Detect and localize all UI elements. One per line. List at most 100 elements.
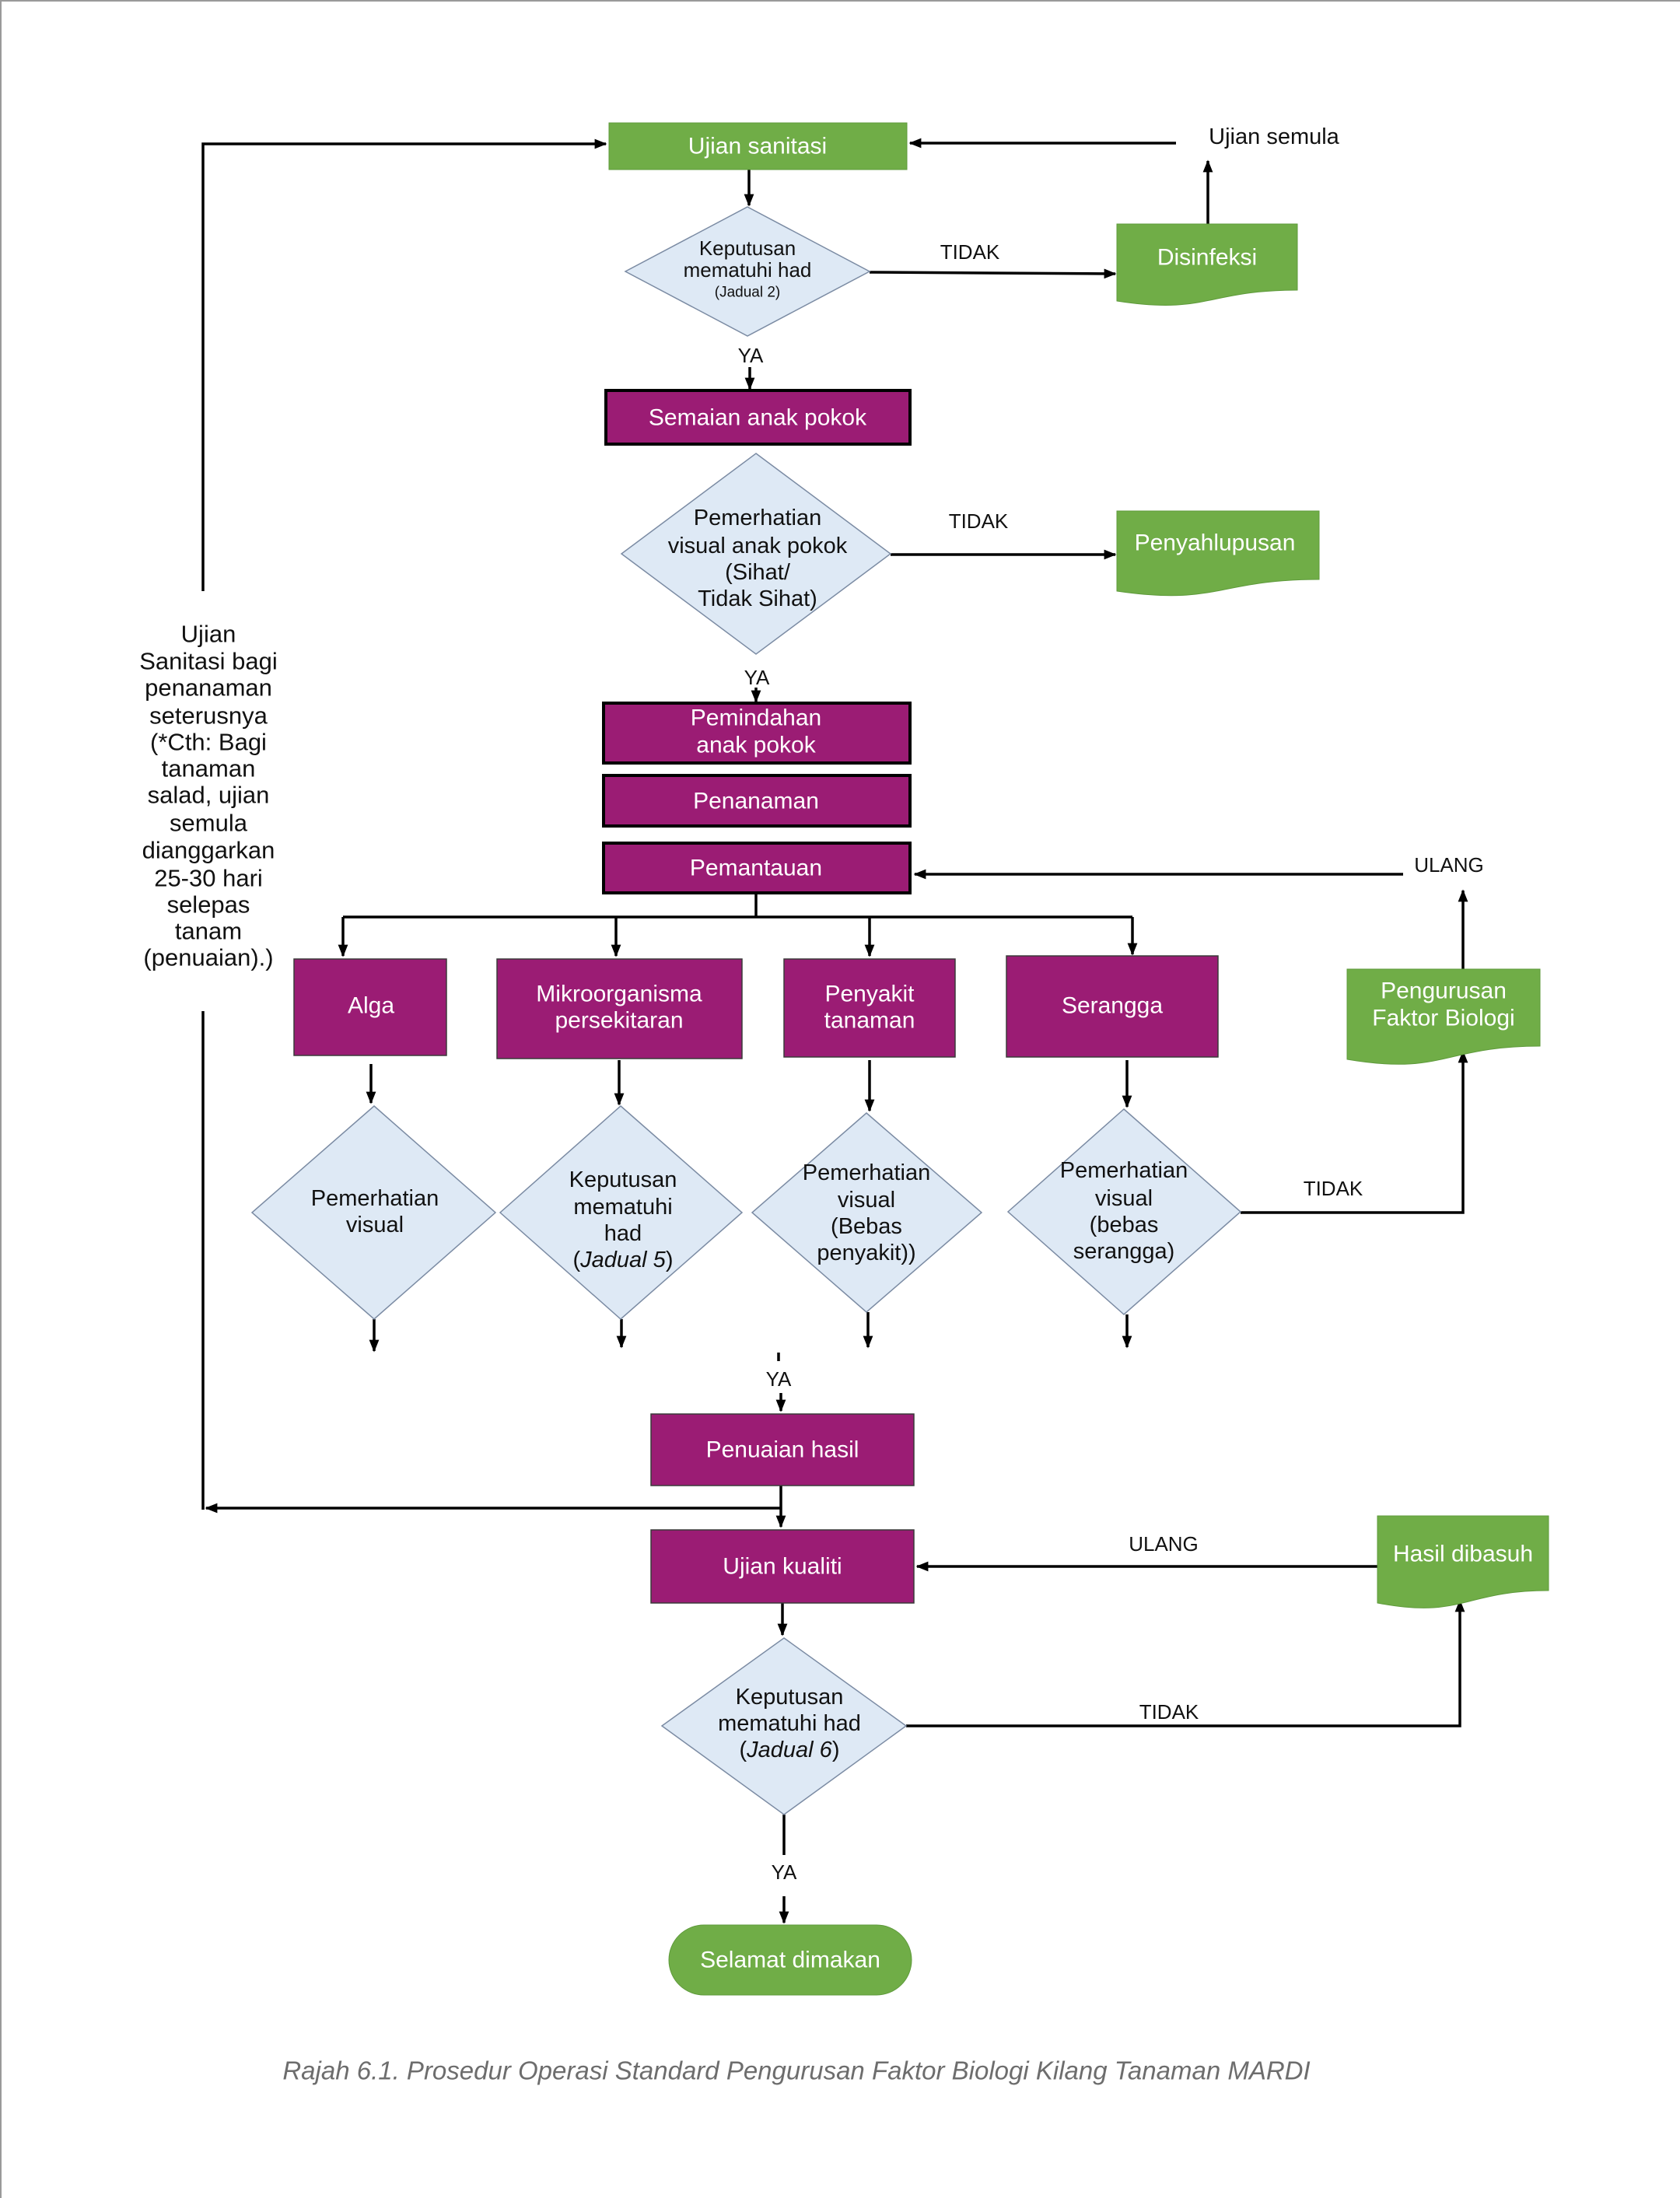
pemerhatian-visual-line-2: visual	[346, 1213, 404, 1237]
side-note-line-9: dianggarkan	[142, 837, 275, 864]
side-note-line-1: Ujian	[181, 621, 236, 648]
pemantauan-box	[602, 842, 912, 894]
penyahlupusan-node: Penyahlupusan	[1116, 510, 1320, 597]
serangga-box	[1006, 955, 1219, 1058]
pemerhatian-penyakit-line-3: (Bebas	[831, 1214, 902, 1239]
keputusan-jadual5-line-3: had	[604, 1221, 642, 1246]
pemerhatian-anak-pokok-line-2: visual anak pokok	[668, 534, 848, 558]
side-note: Ujian Sanitasi bagi penanaman seterusnya…	[139, 621, 278, 971]
pemerhatian-penyakit-decision: Pemerhatian visual (Bebas penyakit))	[751, 1112, 983, 1313]
figure-caption: Rajah 6.1. Prosedur Operasi Standard Pen…	[282, 2056, 1310, 2085]
edge-label-ya-3: YA	[766, 1367, 792, 1391]
ujian-kualiti-node: Ujian kualiti	[650, 1529, 915, 1604]
pemindahan-line-1: Pemindahan	[691, 705, 821, 731]
pemerhatian-serangga-line-1: Pemerhatian	[1060, 1158, 1188, 1183]
pengurusan-faktor-biologi-line-1: Pengurusan	[1381, 978, 1507, 1004]
keputusan-jadual6-decision: Keputusan mematuhi had (Jadual 6)	[660, 1637, 908, 1815]
pemerhatian-penyakit-diamond	[751, 1112, 983, 1313]
side-note-line-13: (penuaian).)	[143, 944, 273, 971]
side-note-line-3: penanaman	[145, 674, 272, 702]
pemerhatian-visual-decision: Pemerhatian visual	[250, 1105, 497, 1320]
side-note-line-12: tanam	[175, 918, 242, 945]
selamat-dimakan-terminal	[668, 1924, 912, 1996]
pemerhatian-serangga-diamond	[1006, 1108, 1242, 1316]
disinfeksi-node: Disinfeksi	[1116, 223, 1298, 306]
pemerhatian-anak-pokok-line-4: Tidak Sihat)	[698, 586, 817, 611]
serangga-node: Serangga	[1006, 955, 1219, 1058]
side-note-line-2: Sanitasi bagi	[139, 648, 278, 675]
alga-node: Alga	[293, 958, 447, 1056]
selamat-dimakan-label: Selamat dimakan	[700, 1948, 880, 1973]
penuaian-hasil-node: Penuaian hasil	[650, 1413, 915, 1486]
keputusan-jadual5-line-1: Keputusan	[569, 1167, 677, 1192]
pengurusan-faktor-biologi-node: Pengurusan Faktor Biologi	[1346, 968, 1541, 1065]
keputusan-jadual6-diamond	[660, 1637, 908, 1815]
hasil-dibasuh-node: Hasil dibasuh	[1377, 1515, 1549, 1608]
penuaian-hasil-label: Penuaian hasil	[706, 1437, 859, 1463]
keputusan-jadual2-diamond	[624, 206, 871, 337]
pemerhatian-penyakit-line-2: visual	[838, 1188, 895, 1213]
semaian-label: Semaian anak pokok	[649, 405, 867, 431]
keputusan-jadual5-table-ref: (Jadual 5)	[573, 1248, 674, 1272]
semaian-node: Semaian anak pokok	[604, 389, 912, 446]
edge-label-tidak-3: TIDAK	[1304, 1177, 1363, 1200]
penuaian-hasil-box	[650, 1413, 915, 1486]
side-note-line-10: 25-30 hari	[154, 865, 263, 892]
pemindahan-box	[602, 702, 912, 765]
side-note-line-11: selepas	[167, 891, 250, 919]
keputusan-jadual6-open-paren: (	[740, 1738, 747, 1762]
pemerhatian-anak-pokok-decision: Pemerhatian visual anak pokok (Sihat/ Ti…	[620, 453, 892, 655]
edge-keputusan-jadual6-tidak-to-hasil-dibasuh	[906, 1599, 1465, 1727]
mikroorganisma-line-2: persekitaran	[555, 1008, 683, 1034]
edge-keputusan-jadual2-tidak-to-disinfeksi	[869, 268, 1117, 279]
side-note-line-5: (*Cth: Bagi	[150, 729, 267, 756]
side-note-line-6: tanaman	[162, 755, 256, 782]
edge-label-tidak-4: TIDAK	[1139, 1700, 1199, 1724]
keputusan-jadual6-line-2: mematuhi had	[718, 1711, 861, 1736]
hasil-dibasuh-label: Hasil dibasuh	[1393, 1542, 1533, 1567]
keputusan-jadual5-table-name: Jadual 5	[579, 1248, 667, 1272]
edge-label-tidak-2: TIDAK	[949, 509, 1009, 533]
semaian-box	[604, 389, 912, 446]
keputusan-jadual5-open-paren: (	[573, 1248, 581, 1272]
pengurusan-faktor-biologi-line-2: Faktor Biologi	[1372, 1006, 1514, 1031]
penanaman-box	[602, 774, 912, 828]
keputusan-jadual5-decision: Keputusan mematuhi had (Jadual 5)	[499, 1105, 744, 1320]
keputusan-jadual6-line-1: Keputusan	[736, 1685, 844, 1710]
edge-label-ulang-2: ULANG	[1129, 1532, 1199, 1556]
pemerhatian-serangga-line-2: visual	[1095, 1186, 1153, 1211]
edges	[201, 138, 1468, 1924]
keputusan-jadual6-table-ref: (Jadual 6)	[740, 1738, 840, 1762]
pemerhatian-penyakit-line-1: Pemerhatian	[803, 1160, 930, 1185]
penyakit-line-2: tanaman	[824, 1008, 915, 1034]
pemantauan-label: Pemantauan	[690, 856, 822, 881]
edge-label-ya-4: YA	[772, 1860, 797, 1884]
pemerhatian-serangga-line-3: (bebas	[1090, 1213, 1159, 1237]
serangga-label: Serangga	[1062, 993, 1163, 1019]
keputusan-jadual2-note: (Jadual 2)	[715, 285, 781, 301]
keputusan-jadual2-line-2: mematuhi had	[684, 258, 812, 282]
keputusan-jadual5-line-2: mematuhi	[573, 1195, 672, 1220]
disinfeksi-document-shape	[1116, 223, 1298, 306]
penyakit-box	[783, 958, 956, 1058]
pemerhatian-serangga-decision: Pemerhatian visual (bebas serangga)	[1006, 1108, 1242, 1316]
alga-box	[293, 958, 447, 1056]
pemindahan-node: Pemindahan anak pokok	[602, 702, 912, 765]
pemantauan-node: Pemantauan	[602, 842, 912, 894]
hasil-dibasuh-document-shape	[1377, 1515, 1549, 1608]
penyahlupusan-document-shape	[1116, 510, 1320, 597]
ujian-kualiti-box	[650, 1529, 915, 1604]
edge-pemerhatian-serangga-tidak-to-pengurusan	[1241, 1050, 1468, 1214]
edge-label-tidak-1: TIDAK	[940, 240, 1000, 264]
penyakit-node: Penyakit tanaman	[783, 958, 956, 1058]
edge-side-loop-to-ujian-sanitasi	[201, 138, 607, 591]
penyakit-line-1: Penyakit	[824, 982, 915, 1007]
keputusan-jadual2-line-1: Keputusan	[699, 236, 796, 260]
keputusan-jadual5-diamond	[499, 1105, 744, 1320]
pengurusan-faktor-biologi-document-shape	[1346, 968, 1541, 1065]
ujian-sanitasi-label: Ujian sanitasi	[688, 134, 827, 159]
pemerhatian-penyakit-line-4: penyakit))	[817, 1241, 915, 1265]
pemerhatian-visual-line-1: Pemerhatian	[311, 1186, 439, 1211]
ujian-sanitasi-node: Ujian sanitasi	[608, 122, 908, 170]
